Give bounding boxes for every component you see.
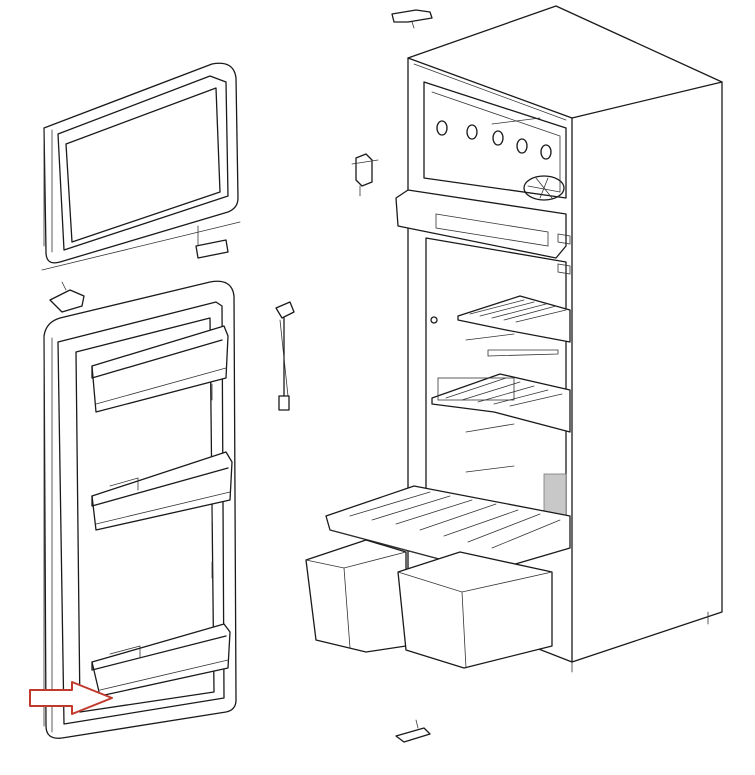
- door-shelf-middle: [91, 451, 233, 531]
- thermostat-clip-icon: [351, 153, 379, 197]
- top-hinge-icon: [391, 9, 433, 29]
- sensor-probe-icon: [275, 301, 295, 411]
- bottom-hinge-icon: [395, 719, 431, 743]
- shelf-middle: [431, 349, 571, 433]
- door-shelf-top: [91, 325, 229, 413]
- crisper-drawer-right: [397, 551, 553, 669]
- crisper-drawer-left: [305, 539, 407, 653]
- door-hinge-bracket: [49, 281, 85, 313]
- freezer-door: [43, 62, 239, 264]
- shelf-upper: [457, 295, 571, 343]
- middle-hinge-clip: [195, 225, 229, 259]
- alignment-line-1: [41, 221, 241, 271]
- indicator-arrow-icon: [29, 681, 113, 715]
- door-shelf-bottom: [91, 623, 231, 697]
